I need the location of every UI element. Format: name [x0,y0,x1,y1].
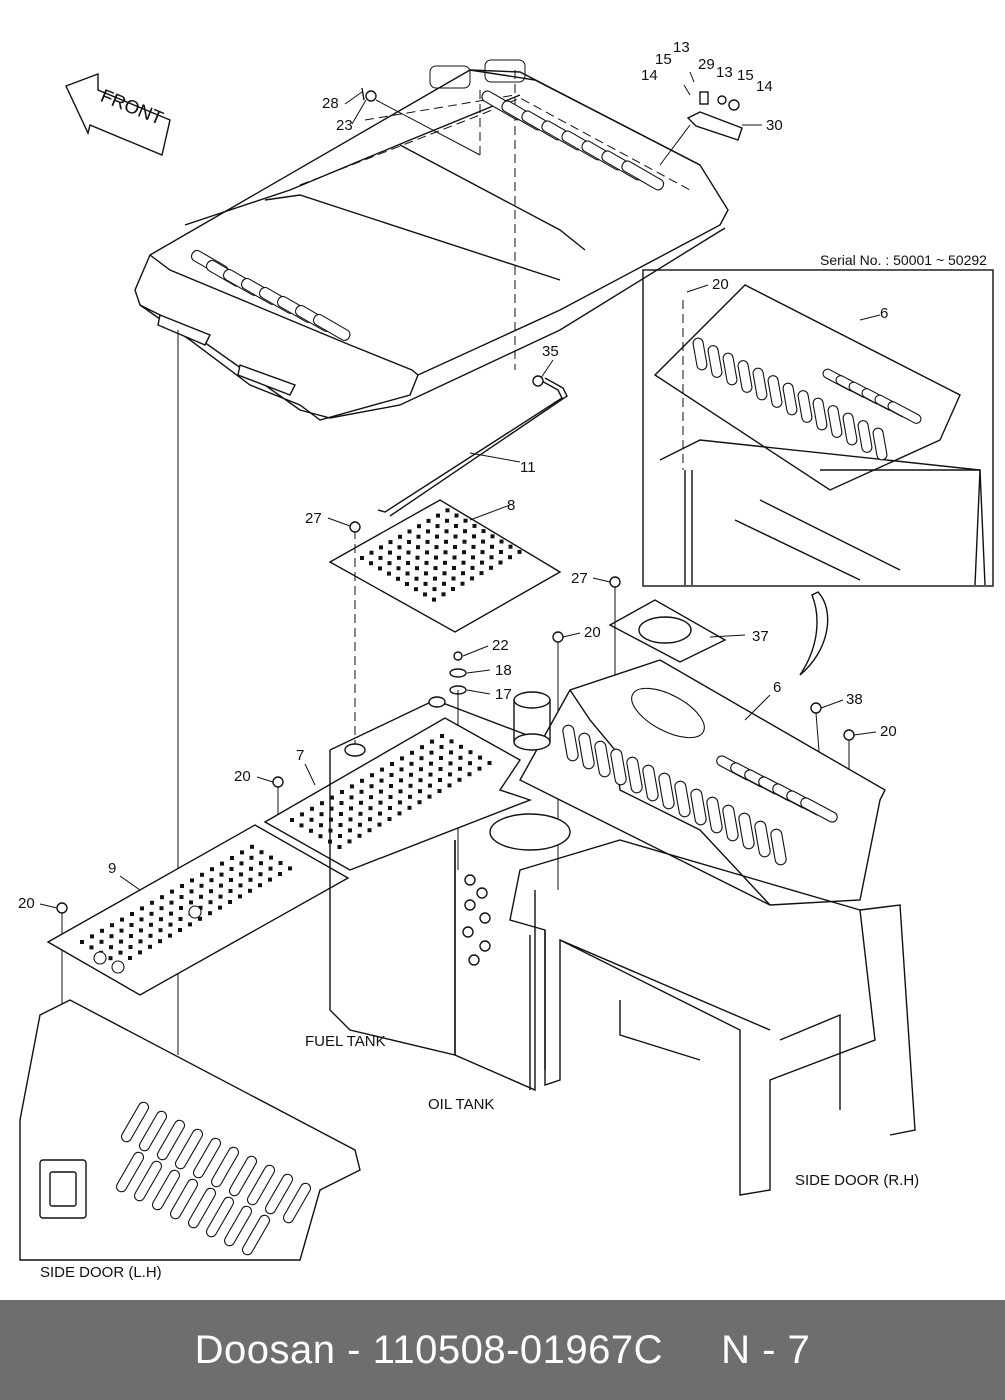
callout-20d: 20 [18,895,35,912]
plate-9 [46,824,350,996]
callout-6-inset: 6 [880,305,888,322]
engine-hood [134,59,729,421]
tanks [329,691,571,1092]
footer-page: N - 7 [721,1327,811,1372]
footer-gap [663,1328,721,1373]
callout-28: 28 [322,95,339,112]
callout-20c: 20 [234,768,251,785]
latch-assembly [659,71,762,166]
callout-9: 9 [108,860,116,877]
footer-part-number: 110508-01967C [372,1327,664,1372]
callout-37: 37 [752,628,769,645]
callouts: 13 15 14 29 13 15 14 30 28 23 35 11 27 8… [18,39,897,912]
footer-bar: Doosan - 110508-01967C N - 7 [0,1300,1005,1400]
callout-30: 30 [766,117,783,134]
oil-tank-label: OIL TANK [428,1096,494,1113]
callout-38: 38 [846,691,863,708]
callout-18: 18 [495,662,512,679]
hood-louvers-rear [481,90,665,191]
callout-27a: 27 [305,510,322,527]
serial-label: Serial No. : 50001 ~ 50292 [820,252,987,268]
footer-brand: Doosan [194,1327,336,1372]
callout-20b: 20 [880,723,897,740]
callout-15a: 15 [655,51,672,68]
side-door-rh-label: SIDE DOOR (R.H) [795,1172,919,1189]
cover-6 [519,659,886,906]
plate-8 [328,499,562,745]
inset-serial-box [642,269,994,587]
footer-separator: - [335,1327,373,1372]
parts-diagram: FRONT [18,39,994,1281]
pin-28-23 [361,87,481,156]
frame [509,839,916,1196]
front-arrow: FRONT [65,72,171,156]
callout-7: 7 [296,747,304,764]
callout-13a: 13 [673,39,690,56]
callout-20-inset: 20 [712,276,729,293]
callout-11: 11 [520,459,536,476]
callout-23: 23 [336,117,353,134]
callout-14a: 14 [641,67,658,84]
callout-20a: 20 [584,624,601,641]
callout-13b: 13 [716,64,733,81]
callout-17: 17 [495,686,512,703]
side-door-lh-label: SIDE DOOR (L.H) [40,1264,162,1281]
hood-louvers-front [190,249,351,341]
rod-11 [377,375,568,517]
gasket-37 [608,599,746,663]
leader-lines [39,91,877,909]
callout-27b: 27 [571,570,588,587]
callout-15b: 15 [737,67,754,84]
callout-29: 29 [698,56,715,73]
fuel-tank-label: FUEL TANK [305,1033,386,1050]
callout-6: 6 [773,679,781,696]
callout-14b: 14 [756,78,773,95]
callout-22: 22 [492,637,509,654]
plate-7 [263,717,533,871]
callout-35: 35 [542,343,559,360]
callout-8: 8 [507,497,515,514]
side-door-lh [19,999,361,1261]
